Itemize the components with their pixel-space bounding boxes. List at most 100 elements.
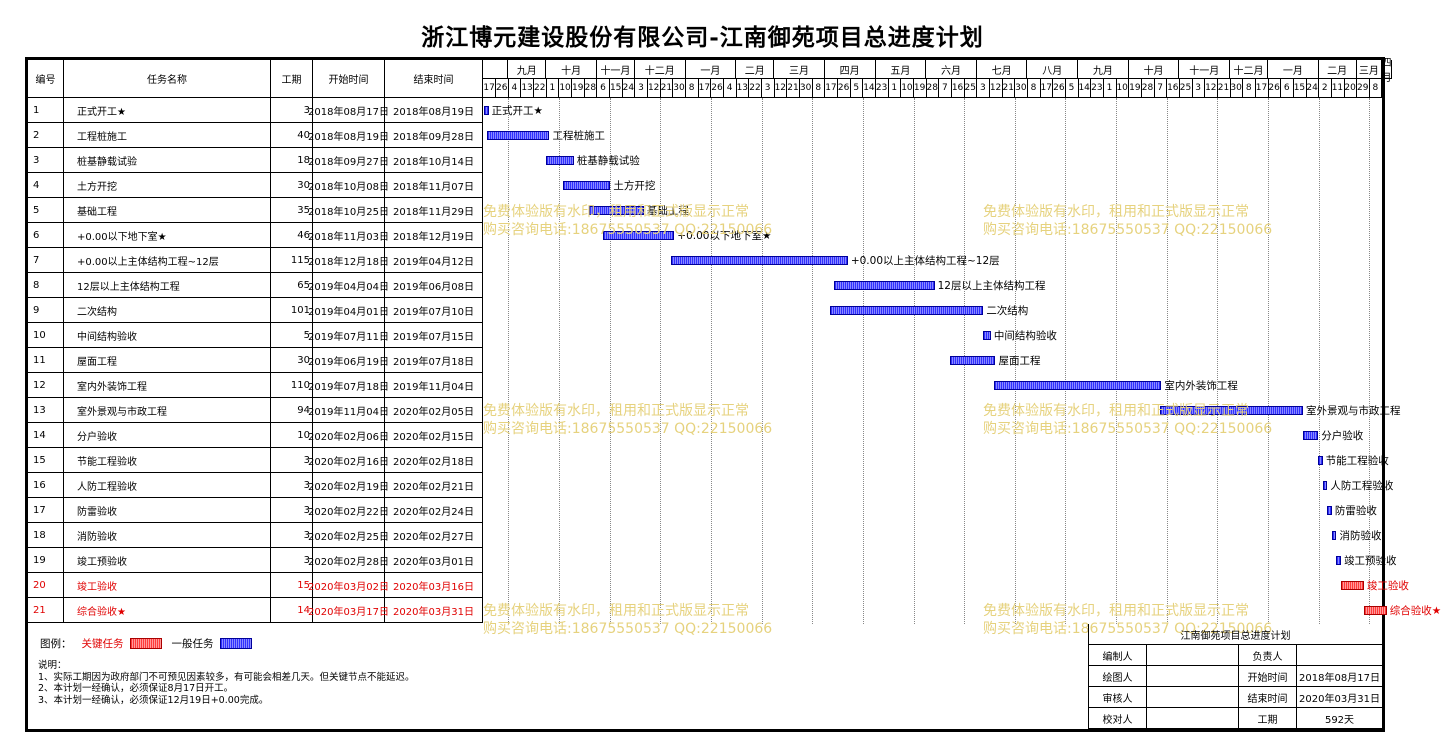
task-bar[interactable] [829, 306, 984, 315]
notes-heading: 说明： [38, 660, 67, 671]
task-cell-start: 2020年02月19日 [308, 473, 389, 498]
timeline-day-tick: 6 [1280, 79, 1294, 98]
timeline-day-tick: 5 [1065, 79, 1079, 98]
timeline-day-tick: 17 [1255, 79, 1269, 98]
task-cell-end: 2019年11月04日 [385, 373, 483, 398]
task-cell-end: 2018年10月14日 [385, 148, 483, 173]
task-bar-label: 正式开工★ [491, 105, 543, 117]
timeline-day-tick: 10 [900, 79, 914, 98]
legend-critical-label: 关键任务 [81, 638, 124, 650]
timeline-day-tick: 22 [748, 79, 763, 98]
watermark-line: 购买咨询电话:18675550537 QQ:22150066 [983, 621, 1273, 637]
task-cell-name: 二次结构 [64, 298, 271, 323]
task-cell-duration: 5 [271, 323, 313, 348]
duration-label: 工期 [1239, 708, 1297, 729]
timeline-day-tick: 24 [1306, 79, 1320, 98]
task-bar[interactable] [1159, 406, 1303, 415]
watermark-line: 免费体验版有水印，租用和正式版显示正常 [483, 403, 749, 419]
task-cell-start: 2020年02月22日 [308, 498, 389, 523]
task-cell-num: 9 [28, 298, 64, 323]
task-cell-name: 土方开挖 [64, 173, 271, 198]
task-bar[interactable] [1322, 481, 1328, 490]
timeline-month-label: 五月 [875, 60, 927, 79]
task-bar-label: 消防验收 [1339, 530, 1382, 542]
task-cell-num: 3 [28, 148, 64, 173]
timeline-day-tick: 20 [1344, 79, 1358, 98]
task-bar[interactable] [487, 131, 550, 140]
watermark: 免费体验版有水印，租用和正式版显示正常购买咨询电话:18675550537 QQ… [483, 602, 772, 638]
watermark: 免费体验版有水印，租用和正式版显示正常购买咨询电话:18675550537 QQ… [483, 402, 772, 438]
task-cell-start: 2018年10月08日 [308, 173, 389, 198]
legend-label: 图例： [40, 638, 72, 650]
task-bar[interactable] [602, 231, 675, 240]
task-bar[interactable] [1303, 431, 1319, 440]
timeline-day-tick: 26 [1052, 79, 1066, 98]
timeline-day-tick: 22 [533, 79, 547, 98]
task-bar[interactable] [1341, 581, 1364, 590]
legend: 图例： 关键任务 一般任务 [40, 636, 262, 651]
task-bar-label: 基础工程 [646, 205, 689, 217]
timeline-day-tick: 26 [837, 79, 851, 98]
task-cell-duration: 18 [271, 148, 313, 173]
task-bar[interactable] [1327, 506, 1332, 515]
task-cell-name: +0.00以上主体结构工程~12层 [64, 248, 271, 273]
task-bar[interactable] [983, 331, 991, 340]
task-cell-name: 屋面工程 [64, 348, 271, 373]
responsible-value[interactable] [1297, 645, 1383, 666]
task-cell-start: 2019年11月04日 [308, 398, 389, 423]
drawer-value[interactable] [1147, 666, 1239, 687]
task-bar[interactable] [993, 381, 1162, 390]
task-cell-name: 12层以上主体结构工程 [64, 273, 271, 298]
task-cell-num: 5 [28, 198, 64, 223]
timeline-day-tick: 28 [584, 79, 598, 98]
task-bar-label: +0.00以下地下室★ [677, 230, 772, 242]
task-cell-start: 2020年02月06日 [308, 423, 389, 448]
task-cell-duration: 40 [271, 123, 313, 148]
timeline-month-label: 九月 [508, 60, 547, 79]
task-cell-start: 2020年02月16日 [308, 448, 389, 473]
timeline-month-spacer [483, 60, 509, 79]
timeline-day-tick: 30 [799, 79, 813, 98]
timeline-day-tick: 4 [508, 79, 522, 98]
task-bar[interactable] [949, 356, 996, 365]
task-bar[interactable] [1331, 531, 1337, 540]
task-bar-label: 室外景观与市政工程 [1306, 405, 1401, 417]
timeline-grid-line [1369, 98, 1371, 624]
task-cell-end: 2019年07月15日 [385, 323, 483, 348]
timeline-day-tick: 16 [951, 79, 965, 98]
timeline-day-tick: 24 [622, 79, 636, 98]
task-cell-duration: 35 [271, 198, 313, 223]
task-cell-num: 10 [28, 323, 64, 348]
task-cell-num: 15 [28, 448, 64, 473]
timeline-day-tick: 8 [1027, 79, 1041, 98]
reviewer-value[interactable] [1147, 687, 1239, 708]
timeline-month-label: 十月 [1128, 60, 1180, 79]
watermark-line: 购买咨询电话:18675550537 QQ:22150066 [983, 222, 1273, 238]
timeline-day-tick: 1 [1103, 79, 1117, 98]
timeline-day-tick: 8 [685, 79, 699, 98]
task-bar[interactable] [563, 181, 611, 190]
task-cell-start: 2019年07月11日 [308, 323, 389, 348]
compiler-value[interactable] [1147, 645, 1239, 666]
task-bar[interactable] [1363, 606, 1387, 615]
task-cell-num: 7 [28, 248, 64, 273]
task-bar[interactable] [834, 281, 935, 290]
task-cell-end: 2018年11月29日 [385, 198, 483, 223]
task-cell-name: +0.00以下地下室★ [64, 223, 271, 248]
watermark-line: 免费体验版有水印，租用和正式版显示正常 [983, 403, 1249, 419]
task-bar[interactable] [589, 206, 644, 215]
timeline-month-label: 十一月 [596, 60, 635, 79]
task-bar[interactable] [1318, 456, 1323, 465]
task-bar[interactable] [1336, 556, 1342, 565]
timeline-day-tick: 21 [660, 79, 674, 98]
timeline-day-tick: 7 [1154, 79, 1168, 98]
timeline-grid-line [761, 98, 763, 624]
task-bar[interactable] [671, 256, 848, 265]
legend-area: 图例： 关键任务 一般任务 说明： 1、实际工期因为政府部门不可预见因素较多，有… [28, 624, 1088, 729]
task-bar[interactable] [484, 106, 489, 115]
task-bar[interactable] [546, 156, 574, 165]
timeline-day-tick: 26 [710, 79, 725, 98]
checker-value[interactable] [1147, 708, 1239, 729]
task-cell-name: 分户验收 [64, 423, 271, 448]
